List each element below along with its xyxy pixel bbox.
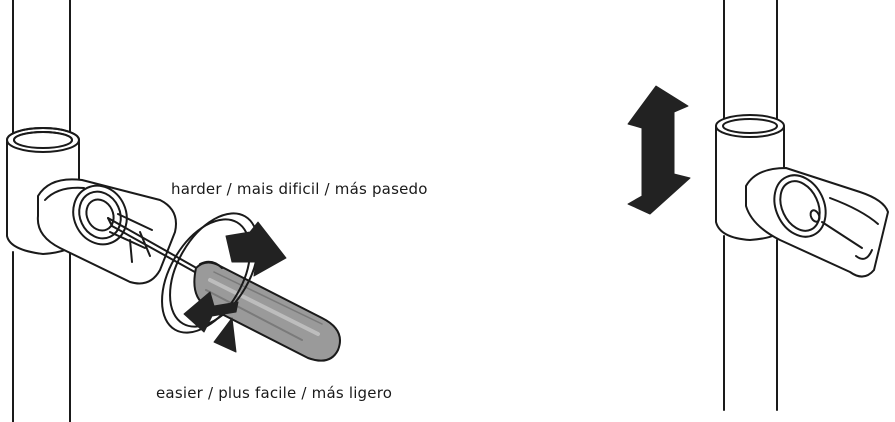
left-holder-arm — [36, 178, 177, 285]
up-down-arrow-icon — [627, 85, 691, 215]
right-holder-arm — [745, 167, 889, 278]
arrow-harder-direction — [225, 221, 287, 277]
harder-label: harder / mais dificil / más pasedo — [171, 180, 428, 198]
arrow-easier-direction — [183, 291, 239, 333]
left-pole-assembly — [6, 0, 341, 422]
screwdriver-icon — [107, 217, 341, 362]
screw-hole — [809, 209, 821, 223]
rotation-arrows-icon — [183, 221, 287, 353]
easier-label: easier / plus facile / más ligero — [156, 384, 393, 402]
rotation-ring — [161, 212, 259, 334]
right-pole-assembly — [715, 0, 889, 411]
